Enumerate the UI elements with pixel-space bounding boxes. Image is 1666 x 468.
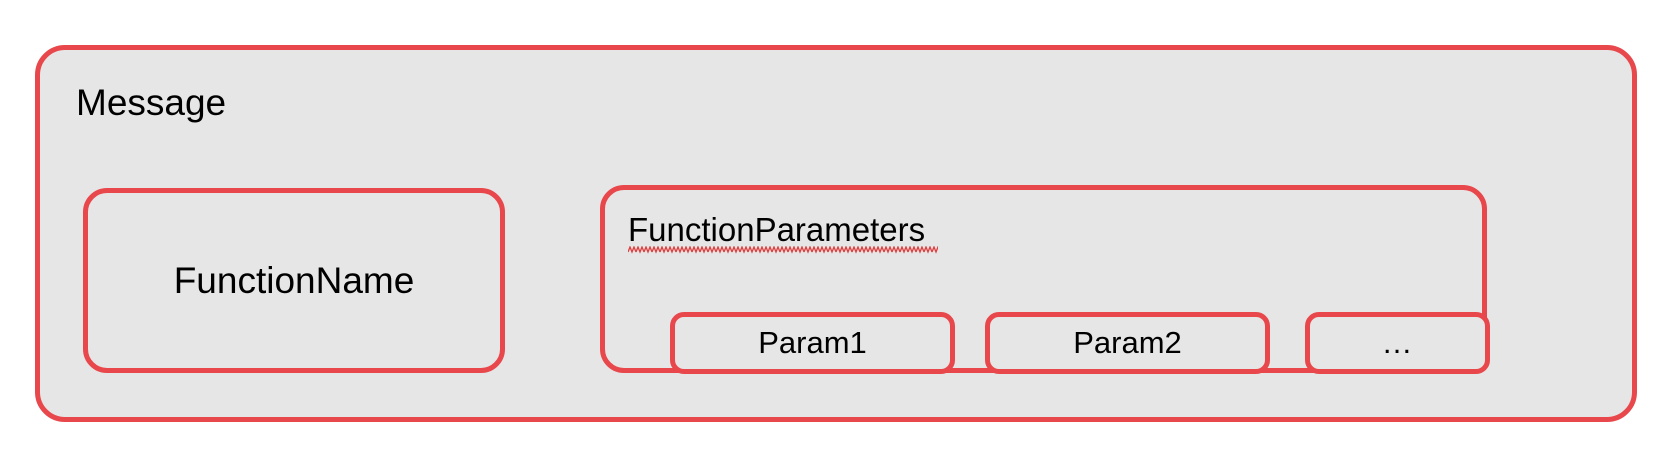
function-parameters-box[interactable]: FunctionParameters Param1 Param2 … bbox=[600, 185, 1490, 374]
function-name-box[interactable]: FunctionName bbox=[83, 188, 505, 373]
message-box-label: Message bbox=[76, 82, 227, 123]
parameter-chip-param1[interactable]: Param1 bbox=[670, 312, 955, 374]
parameter-chip-param2[interactable]: Param2 bbox=[985, 312, 1270, 374]
parameter-chip-label: … bbox=[1381, 325, 1414, 360]
parameter-chip-label: Param2 bbox=[1073, 325, 1182, 360]
parameter-chip-ellipsis[interactable]: … bbox=[1305, 312, 1490, 374]
function-name-label: FunctionName bbox=[173, 259, 415, 301]
function-parameters-label: FunctionParameters bbox=[628, 211, 926, 248]
message-box[interactable]: Message FunctionName FunctionParameters … bbox=[35, 45, 1637, 422]
parameter-chip-row: Param1 Param2 … bbox=[605, 190, 1490, 374]
parameter-chip-label: Param1 bbox=[758, 325, 867, 360]
spellcheck-squiggle-underline bbox=[628, 246, 938, 254]
